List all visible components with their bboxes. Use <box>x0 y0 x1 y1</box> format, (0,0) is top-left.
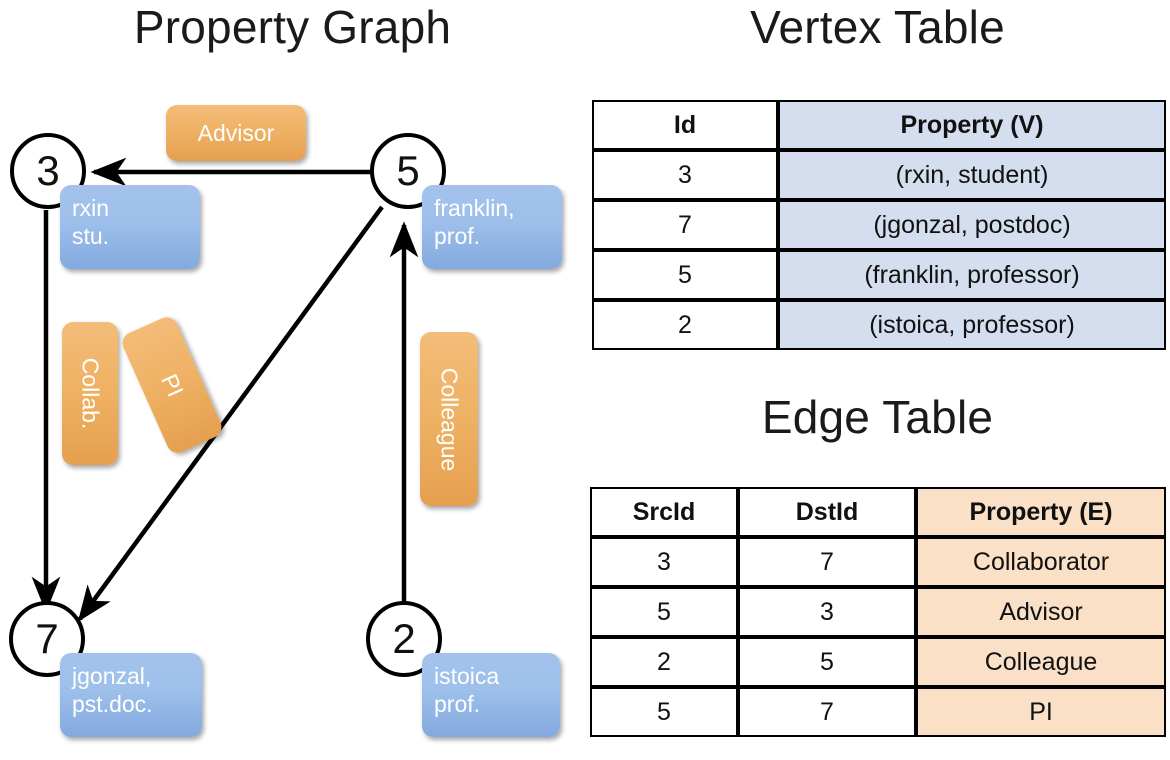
edge-cell-srcid: 2 <box>590 637 738 687</box>
edge-label-text: Advisor <box>197 119 275 146</box>
graph-node-3[interactable]: 3 <box>10 133 86 209</box>
edge-label-text: Collab. <box>77 357 104 430</box>
vertex-property-box-5: franklin,prof. <box>422 185 562 269</box>
edge-cell-property: PI <box>916 687 1166 737</box>
table-row: 3(rxin, student) <box>592 150 1166 200</box>
graph-title: Property Graph <box>133 1 452 53</box>
vertex-cell-property: (franklin, professor) <box>778 250 1166 300</box>
edge-label-text: PI <box>156 369 189 401</box>
edge-cell-property: Advisor <box>916 587 1166 637</box>
vertex-property-line: rxin <box>72 195 110 221</box>
edge-cell-dstid: 7 <box>738 537 916 587</box>
vertex-cell-property: (rxin, student) <box>778 150 1166 200</box>
vertex-cell-id: 2 <box>592 300 778 350</box>
graph-edges-svg <box>31 157 419 622</box>
vertex-cell-property: (jgonzal, postdoc) <box>778 200 1166 250</box>
vertex-property-line: prof. <box>434 223 481 250</box>
edge-table-header-property: Property (E) <box>916 487 1166 537</box>
edge-table-title: Edge Table <box>761 391 994 443</box>
edge-cell-dstid: 3 <box>738 587 916 637</box>
edge-cell-srcid: 3 <box>590 537 738 587</box>
vertex-table-header-id: Id <box>592 100 778 150</box>
edge-cell-property: Colleague <box>916 637 1166 687</box>
edge-label-advisor: Advisor <box>166 105 306 161</box>
vertex-property-line: prof. <box>434 691 481 718</box>
edge-5-to-7-pi <box>77 205 384 622</box>
edge-cell-dstid: 5 <box>738 637 916 687</box>
edge-label-colleague: Colleague <box>420 332 478 506</box>
vertex-property-line: jgonzal, <box>72 663 152 689</box>
vertex-cell-id: 3 <box>592 150 778 200</box>
vertex-table-header-property: Property (V) <box>778 100 1166 150</box>
vertex-table-title: Vertex Table <box>750 1 1005 53</box>
table-row: 7(jgonzal, postdoc) <box>592 200 1166 250</box>
vertex-cell-property: (istoica, professor) <box>778 300 1166 350</box>
edge-table-header-dstid: DstId <box>738 487 916 537</box>
vertex-property-line: istoica <box>434 663 500 689</box>
edge-cell-srcid: 5 <box>590 587 738 637</box>
table-row: 5(franklin, professor) <box>592 250 1166 300</box>
edge-cell-dstid: 7 <box>738 687 916 737</box>
vertex-property-line: pst.doc. <box>72 691 153 718</box>
edge-cell-srcid: 5 <box>590 687 738 737</box>
edge-label-text: Colleague <box>436 367 463 471</box>
table-row: 2(istoica, professor) <box>592 300 1166 350</box>
vertex-property-line: franklin, <box>434 195 515 221</box>
vertex-cell-id: 5 <box>592 250 778 300</box>
edge-label-collab: Collab. <box>62 322 118 465</box>
edge-table-header-srcid: SrcId <box>590 487 738 537</box>
edge-cell-property: Collaborator <box>916 537 1166 587</box>
vertex-cell-id: 7 <box>592 200 778 250</box>
vertex-property-box-7: jgonzal,pst.doc. <box>60 653 202 737</box>
vertex-property-line: stu. <box>72 223 110 250</box>
